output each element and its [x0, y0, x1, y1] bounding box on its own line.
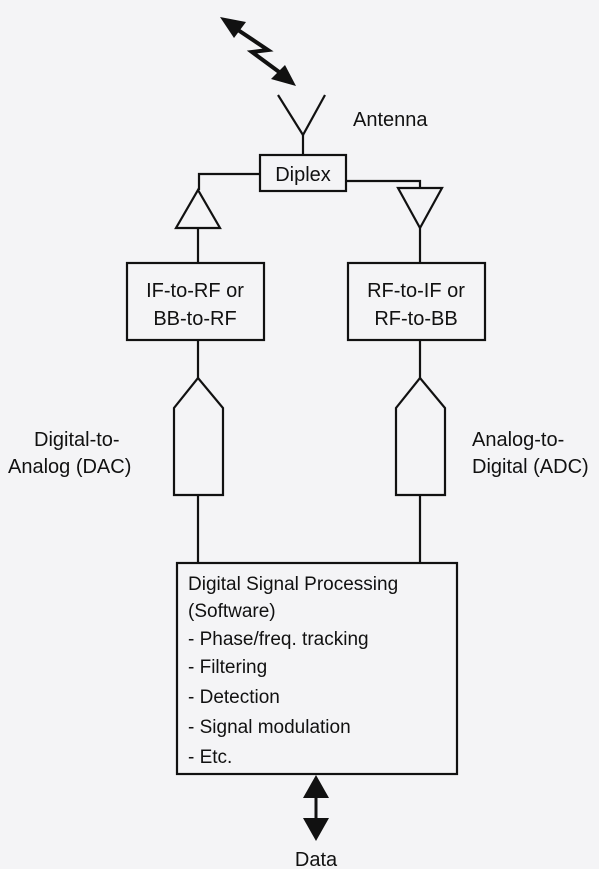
adc-icon	[394, 376, 447, 497]
wireless-link-arrow	[220, 17, 296, 86]
diplex-label: Diplex	[275, 164, 331, 186]
dsp-item: - Filtering	[188, 657, 267, 678]
tx-amplifier-icon	[174, 187, 222, 230]
adc-label-line2: Digital (ADC)	[472, 456, 589, 478]
dsp-subtitle: (Software)	[188, 601, 276, 622]
tx-converter-line1: IF-to-RF or	[146, 280, 244, 302]
dsp-item: - Phase/freq. tracking	[188, 629, 369, 650]
dac-label-line2: Analog (DAC)	[8, 456, 131, 478]
dataconverter-to-dsp-lines	[196, 495, 422, 563]
dsp-title: Digital Signal Processing	[188, 574, 398, 595]
data-label: Data	[295, 849, 338, 869]
tx-converter-block	[125, 261, 266, 342]
converter-to-dataconverter-lines	[196, 340, 422, 378]
dsp-block	[175, 561, 459, 776]
dac-label-line1: Digital-to-	[34, 429, 120, 451]
dsp-item: - Etc.	[188, 747, 232, 768]
rx-converter-line2: RF-to-BB	[374, 308, 457, 330]
link-arrowhead-bottom	[271, 65, 296, 86]
tx-converter-line2: BB-to-RF	[153, 308, 236, 330]
antenna-label: Antenna	[353, 109, 428, 131]
rx-amplifier-icon	[396, 186, 444, 231]
rx-converter-block	[346, 261, 487, 342]
amp-to-converter-lines	[196, 228, 422, 263]
diplex-connectors	[197, 172, 422, 190]
dac-icon	[172, 376, 225, 497]
antenna-icon	[277, 94, 326, 155]
dsp-item: - Signal modulation	[188, 717, 351, 738]
rx-converter-line1: RF-to-IF or	[367, 280, 465, 302]
data-arrowhead-up	[303, 775, 329, 798]
data-arrowhead-down	[303, 818, 329, 841]
adc-label-line1: Analog-to-	[472, 429, 564, 451]
dsp-item: - Detection	[188, 687, 280, 708]
data-io-arrow	[303, 775, 329, 841]
link-arrowhead-top	[220, 17, 246, 38]
